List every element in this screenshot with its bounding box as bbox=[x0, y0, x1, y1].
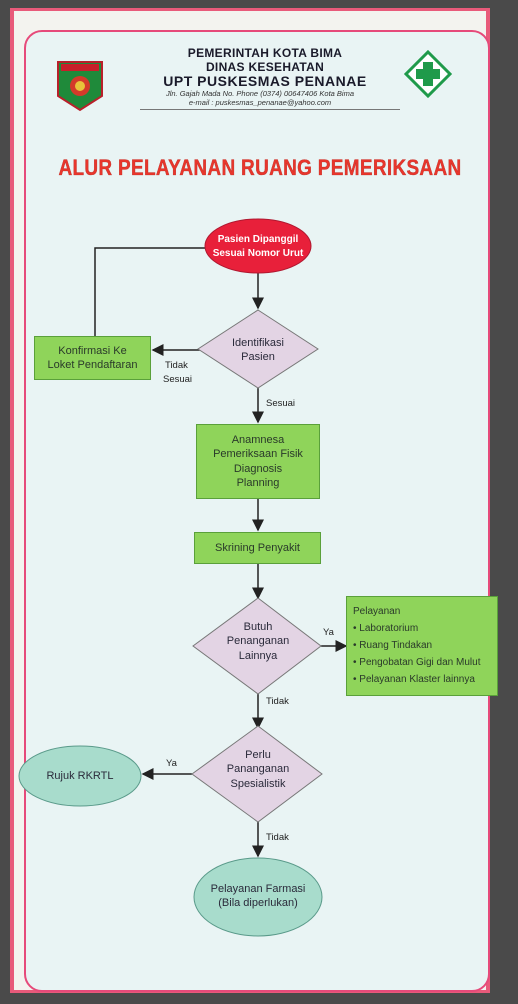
layanan-item-label: Ruang Tindakan bbox=[359, 640, 433, 651]
header-address: Jln. Gajah Mada No. Phone (0374) 0064740… bbox=[165, 89, 355, 98]
header-line-2: DINAS KESEHATAN bbox=[205, 60, 325, 74]
header-line-3: UPT PUSKESMAS PENANAE bbox=[163, 73, 367, 89]
label-tidak-sesuai-1: Tidak bbox=[165, 360, 188, 371]
diamond-identify bbox=[197, 309, 319, 389]
start-label: Pasien Dipanggil Sesuai Nomor Urut bbox=[205, 233, 311, 260]
diamond-butuh bbox=[192, 597, 322, 695]
puskesmas-logo-icon bbox=[404, 50, 452, 98]
header-email: e-mail : puskesmas_penanae@yahoo.com bbox=[188, 98, 332, 107]
label-sesuai: Sesuai bbox=[266, 398, 296, 409]
layanan-item-label: Pengobatan Gigi dan Mulut bbox=[359, 657, 481, 668]
perlu-line-1: Perlu bbox=[245, 749, 271, 761]
layanan-item-label: Pelayanan Klaster lainnya bbox=[359, 674, 475, 685]
header-line-1: PEMERINTAH KOTA BIMA bbox=[187, 46, 343, 60]
start-label-line-2: Sesuai Nomor Urut bbox=[212, 247, 304, 259]
identify-line-1: Identifikasi bbox=[232, 337, 284, 349]
label-tidak-2: Tidak bbox=[266, 832, 289, 843]
page-title: ALUR PELAYANAN RUANG PEMERIKSAAN bbox=[58, 156, 462, 181]
header-divider bbox=[140, 109, 400, 110]
farmasi-label: Pelayanan Farmasi (Bila diperlukan) bbox=[196, 882, 320, 911]
confirm-line-2: Loket Pendaftaran bbox=[47, 359, 138, 371]
identify-label: Identifikasi Pasien bbox=[208, 336, 308, 365]
rujuk-label: Rujuk RKRTL bbox=[46, 770, 114, 782]
anamnesa-line-3: Diagnosis bbox=[233, 462, 283, 475]
anamnesa-box: Anamnesa Pemeriksaan Fisik Diagnosis Pla… bbox=[196, 424, 320, 499]
farmasi-node bbox=[193, 857, 323, 937]
layanan-item: • Pengobatan Gigi dan Mulut bbox=[353, 657, 481, 668]
perlu-line-2: Pananganan bbox=[226, 763, 290, 776]
perlu-line-3: Spesialistik bbox=[230, 777, 286, 790]
layanan-item: • Laboratorium bbox=[353, 623, 419, 634]
line-confirm-to-start bbox=[94, 247, 205, 338]
anamnesa-line-4: Planning bbox=[236, 476, 280, 489]
layanan-item: • Ruang Tindakan bbox=[353, 640, 433, 651]
butuh-line-1: Butuh bbox=[243, 621, 273, 633]
layanan-title: Pelayanan bbox=[353, 606, 401, 617]
start-node bbox=[204, 218, 312, 274]
farmasi-line-2: (Bila diperlukan) bbox=[218, 897, 298, 910]
rujuk-node bbox=[18, 745, 142, 807]
confirm-box: Konfirmasi Ke Loket Pendaftaran bbox=[34, 336, 151, 380]
skrining-box: Skrining Penyakit bbox=[194, 532, 321, 564]
layanan-item: • Pelayanan Klaster lainnya bbox=[353, 674, 475, 685]
label-tidak-sesuai-2: Sesuai bbox=[163, 374, 193, 385]
perlu-label: Perlu Pananganan Spesialistik bbox=[208, 748, 308, 791]
label-ya-2: Ya bbox=[166, 758, 177, 769]
poster-inner-border bbox=[24, 30, 490, 992]
label-ya-1: Ya bbox=[323, 627, 334, 638]
identify-line-2: Pasien bbox=[241, 351, 275, 364]
farmasi-line-1: Pelayanan Farmasi bbox=[210, 883, 306, 895]
kota-bima-logo-icon bbox=[57, 61, 103, 112]
diamond-perlu bbox=[191, 725, 323, 823]
anamnesa-line-1: Anamnesa bbox=[231, 433, 285, 446]
anamnesa-line-2: Pemeriksaan Fisik bbox=[213, 448, 303, 461]
start-label-line-1: Pasien Dipanggil bbox=[217, 234, 299, 245]
label-tidak-1: Tidak bbox=[266, 696, 289, 707]
butuh-line-2: Penanganan bbox=[226, 635, 290, 648]
layanan-item-label: Laboratorium bbox=[359, 623, 419, 634]
butuh-line-3: Lainnya bbox=[238, 649, 278, 662]
butuh-label: Butuh Penanganan Lainnya bbox=[208, 620, 308, 663]
confirm-line-1: Konfirmasi Ke bbox=[58, 344, 127, 357]
layanan-box: Pelayanan • Laboratorium • Ruang Tindaka… bbox=[346, 596, 498, 696]
